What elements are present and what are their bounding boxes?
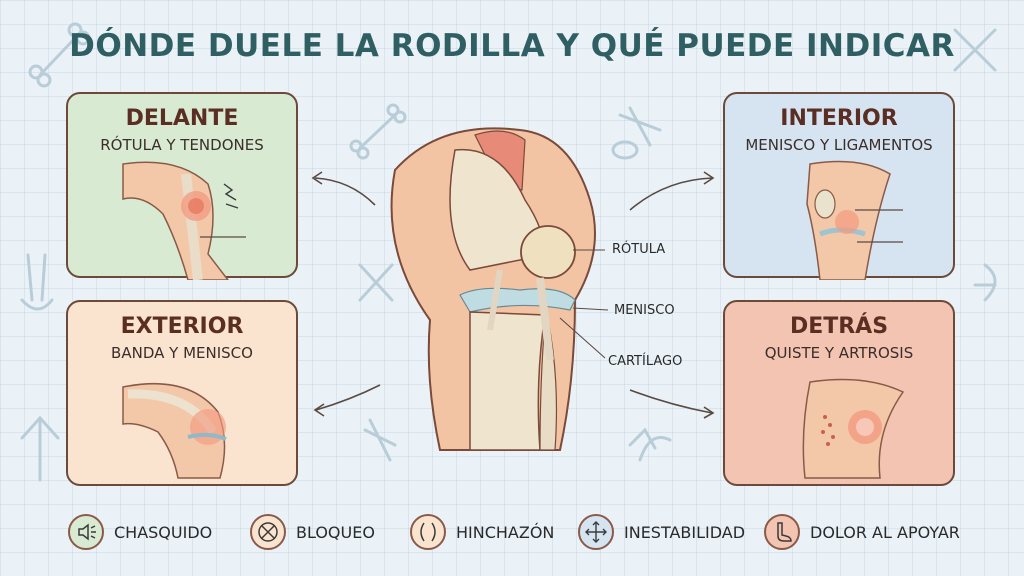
label-line-cartilago (559, 317, 606, 359)
card-outer-title: EXTERIOR (120, 314, 244, 339)
card-front-title: DELANTE (125, 106, 239, 131)
label-cartilago: CARTÍLAGO (608, 354, 683, 369)
arrow-to-back (629, 389, 713, 414)
card-back-title: DETRÁS (789, 314, 889, 339)
instability-arrows-icon (578, 514, 614, 550)
block-icon (250, 514, 286, 550)
page-title: DÓNDE DUELE LA RODILLA Y QUÉ PUEDE INDIC… (69, 28, 955, 64)
ligament-doodle-icon (611, 106, 662, 160)
arrow-to-outer (315, 384, 381, 411)
knee-inner-illustration (806, 160, 903, 280)
speaker-icon (68, 514, 104, 550)
card-outer[interactable]: EXTERIOR BANDA Y MENISCO (66, 300, 298, 486)
bone-doodle-icon (363, 418, 397, 462)
card-inner[interactable]: INTERIOR MENISCO Y LIGAMENTOS (723, 92, 955, 280)
legend-label: BLOQUEO (296, 523, 375, 542)
card-back[interactable]: DETRÁS QUISTE Y ARTROSIS (723, 300, 955, 486)
knee-outer-illustration (122, 382, 227, 479)
card-back-subtitle: QUISTE Y ARTROSIS (764, 344, 914, 362)
card-inner-subtitle: MENISCO Y LIGAMENTOS (745, 136, 933, 154)
label-menisco: MENISCO (614, 303, 675, 318)
card-outer-subtitle: BANDA Y MENISCO (111, 344, 253, 362)
bone-doodle-icon (28, 22, 91, 88)
knee-doodle-icon (20, 253, 54, 311)
cross-doodle-icon (953, 28, 997, 72)
knee-front-illustration (122, 161, 246, 280)
label-line-menisco (572, 307, 609, 311)
knee-back-illustration (802, 378, 905, 479)
label-rotula: RÓTULA (612, 242, 666, 257)
bone-doodle-icon (358, 263, 394, 302)
card-inner-title: INTERIOR (780, 106, 898, 131)
card-front-subtitle: RÓTULA Y TENDONES (100, 136, 264, 154)
foot-icon (764, 514, 800, 550)
legend-label: CHASQUIDO (114, 523, 213, 542)
swelling-icon (410, 514, 446, 550)
bone-doodle-icon (349, 103, 407, 160)
arrow-to-front (314, 177, 376, 206)
arrow-doodle-icon (628, 427, 672, 462)
arrow-doodle-icon (973, 263, 997, 302)
legend-label: HINCHAZÓN (456, 523, 555, 542)
card-front[interactable]: DELANTE RÓTULA Y TENDONES (66, 92, 298, 280)
legend-label: INESTABILIDAD (624, 523, 746, 542)
arrow-to-inner (629, 177, 713, 211)
legend-label: DOLOR AL APOYAR (810, 523, 960, 542)
arrow-doodle-icon (20, 415, 60, 482)
